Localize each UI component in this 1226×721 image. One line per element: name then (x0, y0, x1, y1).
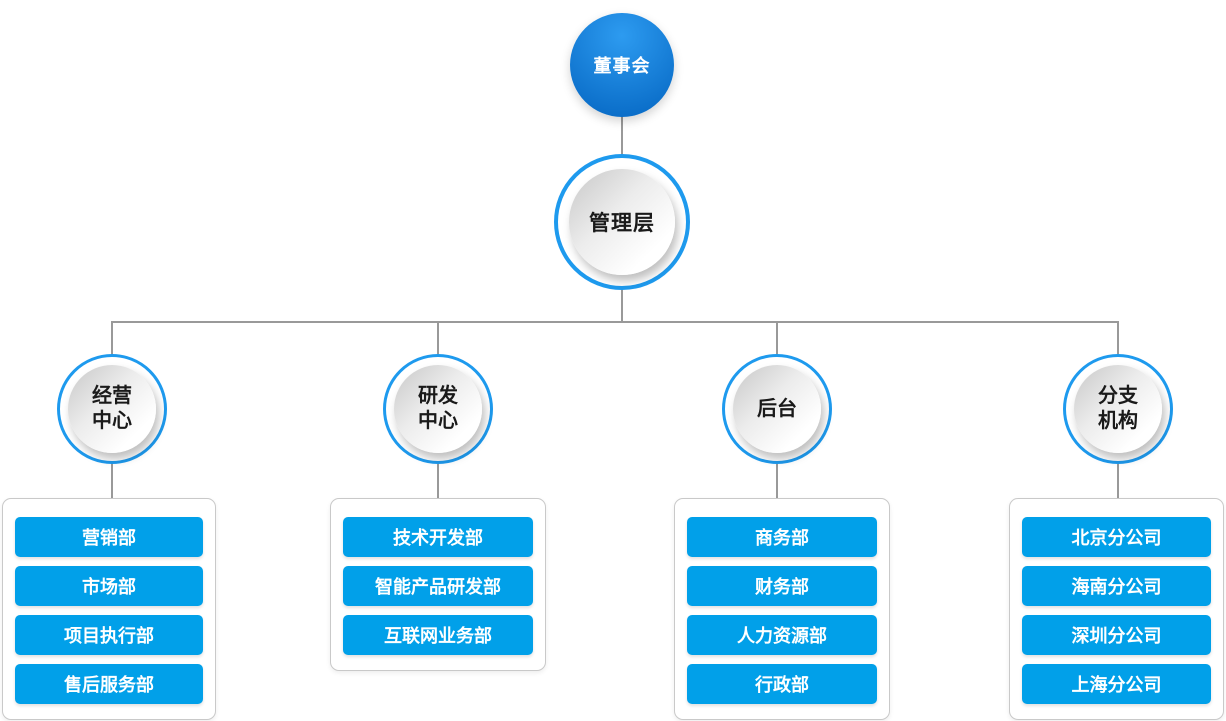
department-button[interactable]: 人力资源部 (687, 615, 877, 655)
department-button[interactable]: 售后服务部 (15, 664, 203, 704)
branch-circle: 经营 中心 (57, 354, 167, 464)
branch-circle-label: 研发 中心 (418, 385, 458, 432)
branch-circle: 分支 机构 (1063, 354, 1173, 464)
department-group: 营销部市场部项目执行部售后服务部 (2, 498, 216, 720)
connector-line (1117, 462, 1119, 499)
connector-line (776, 321, 778, 355)
connector-line (621, 289, 623, 322)
connector-line (111, 462, 113, 499)
connector-line (111, 321, 1119, 323)
branch-circle-label: 经营 中心 (92, 385, 132, 432)
connector-line (1117, 321, 1119, 355)
department-button[interactable]: 海南分公司 (1022, 566, 1211, 606)
connector-line (776, 462, 778, 499)
node-board-label: 董事会 (593, 56, 651, 76)
branch-circle-disc: 研发 中心 (394, 365, 482, 453)
department-button[interactable]: 市场部 (15, 566, 203, 606)
department-button[interactable]: 营销部 (15, 517, 203, 557)
department-button[interactable]: 北京分公司 (1022, 517, 1211, 557)
department-button[interactable]: 财务部 (687, 566, 877, 606)
connector-line (621, 115, 623, 155)
department-button[interactable]: 互联网业务部 (343, 615, 533, 655)
department-button[interactable]: 商务部 (687, 517, 877, 557)
branch-circle: 研发 中心 (383, 354, 493, 464)
department-group: 商务部财务部人力资源部行政部 (674, 498, 890, 720)
department-button[interactable]: 深圳分公司 (1022, 615, 1211, 655)
department-button[interactable]: 项目执行部 (15, 615, 203, 655)
branch-circle: 后台 (722, 354, 832, 464)
branch-circle-disc: 经营 中心 (68, 365, 156, 453)
branch-circle-disc: 后台 (733, 365, 821, 453)
branch-circle-label: 分支 机构 (1098, 385, 1138, 432)
department-group: 北京分公司海南分公司深圳分公司上海分公司 (1009, 498, 1224, 720)
node-board-circle: 董事会 (570, 13, 674, 117)
department-button[interactable]: 行政部 (687, 664, 877, 704)
node-management-label: 管理层 (589, 212, 655, 235)
node-management-circle: 管理层 (554, 154, 690, 290)
department-button[interactable]: 技术开发部 (343, 517, 533, 557)
branch-circle-disc: 分支 机构 (1074, 365, 1162, 453)
department-button[interactable]: 智能产品研发部 (343, 566, 533, 606)
branch-circle-label: 后台 (757, 397, 797, 420)
connector-line (111, 321, 113, 355)
connector-line (437, 462, 439, 499)
node-management-disc: 管理层 (569, 169, 675, 275)
department-button[interactable]: 上海分公司 (1022, 664, 1211, 704)
connector-line (437, 321, 439, 355)
department-group: 技术开发部智能产品研发部互联网业务部 (330, 498, 546, 671)
